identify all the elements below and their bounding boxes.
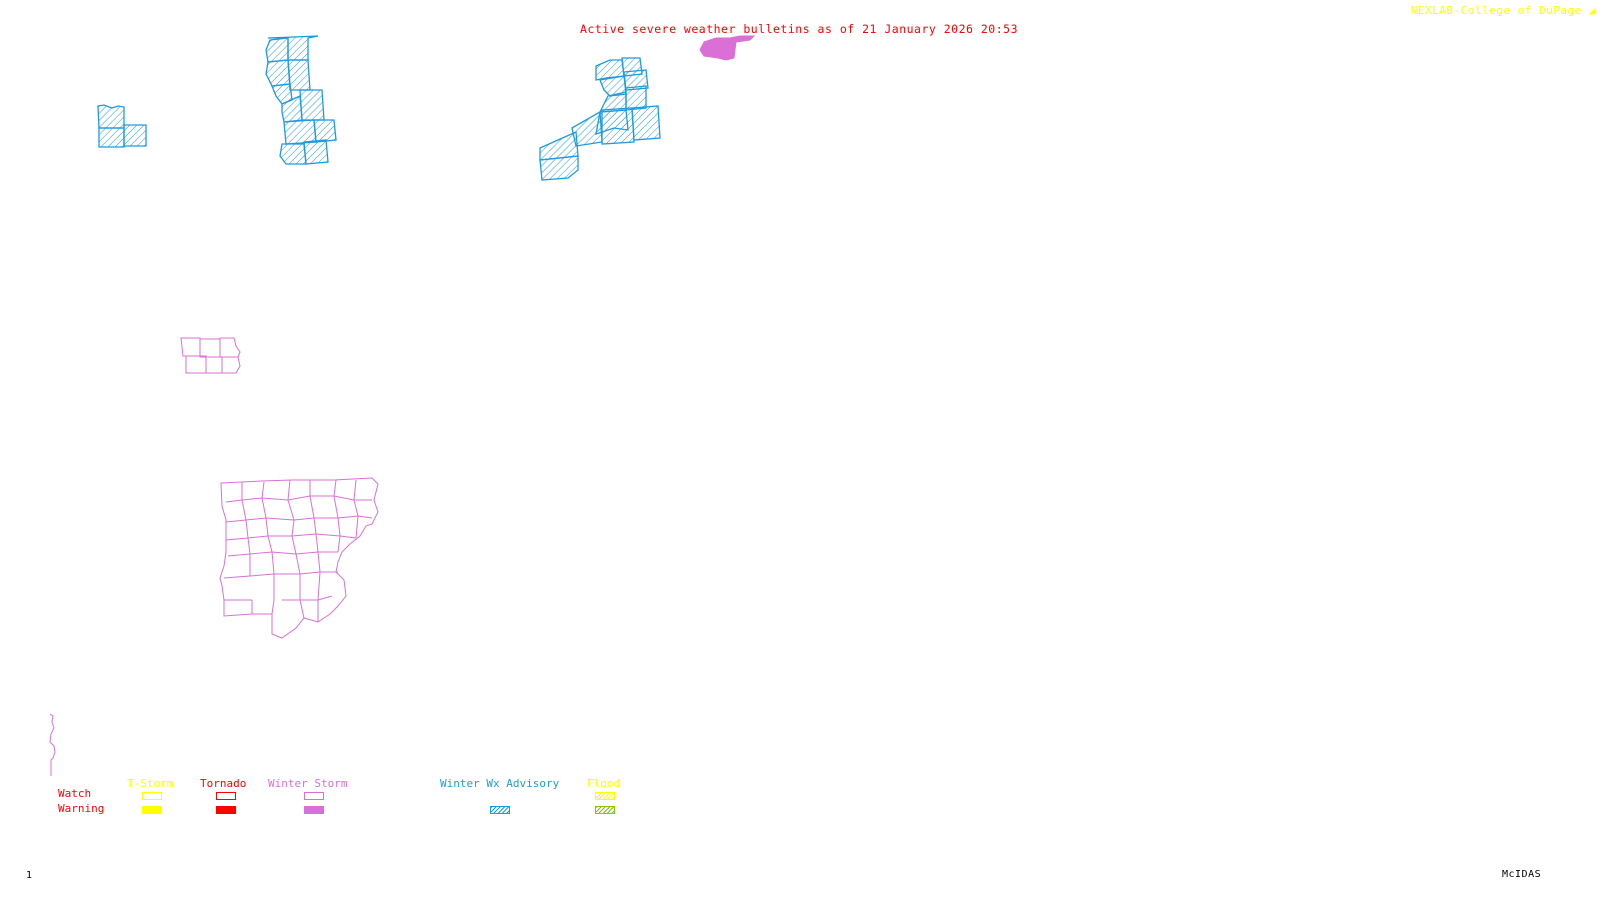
county-shape xyxy=(601,107,635,145)
area-outline xyxy=(219,477,379,639)
county-shape xyxy=(283,119,317,145)
county-shape xyxy=(299,89,325,121)
map-title: Active severe weather bulletins as of 21… xyxy=(580,22,1018,36)
county-shape xyxy=(287,59,311,91)
county-shape xyxy=(180,337,201,357)
legend-swatch-tstorm-warning xyxy=(142,806,162,814)
county-shape xyxy=(199,338,221,358)
county-shape xyxy=(98,127,125,148)
legend-swatch-winter-storm-warning xyxy=(304,806,324,814)
county-shape xyxy=(539,155,579,181)
county-line xyxy=(353,479,359,539)
credit-text: NEXLAB-College of DuPage xyxy=(1410,4,1582,17)
county-shape xyxy=(97,104,125,129)
legend-label-tstorm: T-Storm xyxy=(127,777,174,790)
legend-row-watch: Watch xyxy=(58,787,92,800)
legend-label-winter-wx-advisory: Winter Wx Advisory xyxy=(440,777,560,790)
county-shape xyxy=(303,139,329,165)
county-shape xyxy=(219,337,241,358)
winter-wx-advisory-coastal-strip[interactable] xyxy=(265,35,337,165)
legend-swatch-tstorm-watch xyxy=(142,792,162,800)
county-shape xyxy=(539,131,579,161)
winter-wx-advisory-west-cluster[interactable] xyxy=(97,104,147,148)
county-line xyxy=(227,551,338,557)
county-shape xyxy=(205,356,223,374)
county-shape xyxy=(279,143,307,165)
county-shape xyxy=(185,355,207,374)
county-shape xyxy=(631,105,661,141)
winter-storm-watch-edge-strip[interactable] xyxy=(49,713,56,776)
winter-storm-watch-small-cluster[interactable] xyxy=(180,337,241,374)
legend-swatch-winter-wx-advisory xyxy=(490,806,510,814)
county-line xyxy=(282,595,333,601)
county-line xyxy=(287,479,305,619)
legend-swatch-tornado-warning xyxy=(216,806,236,814)
county-shape xyxy=(623,69,649,91)
winter-storm-warning-north[interactable] xyxy=(699,35,756,61)
legend-label-winter-storm: Winter Storm xyxy=(268,777,348,790)
credit-label: NEXLAB-College of DuPage ◢ xyxy=(1411,4,1596,17)
county-line xyxy=(225,495,372,503)
logo-mark-icon: ◢ xyxy=(1588,4,1596,17)
county-line xyxy=(333,479,341,553)
county-line xyxy=(261,481,275,615)
winter-storm-watch-large-area[interactable] xyxy=(219,477,379,639)
legend-swatch-flood-watch xyxy=(595,792,615,800)
county-line xyxy=(225,515,373,523)
legend-row-warning: Warning xyxy=(58,802,105,815)
county-shape xyxy=(625,85,647,111)
county-shape xyxy=(221,356,241,374)
county-line xyxy=(309,480,321,622)
software-label: McIDAS xyxy=(1502,869,1542,880)
county-line xyxy=(223,571,338,579)
legend-swatch-winter-storm-watch xyxy=(304,792,324,800)
county-line xyxy=(225,533,357,541)
county-line xyxy=(241,482,251,576)
legend-label-flood: Flood xyxy=(587,777,621,790)
winter-wx-advisory-central-cluster[interactable] xyxy=(539,57,661,181)
county-shape xyxy=(265,37,289,63)
county-shape xyxy=(313,119,337,143)
county-shape xyxy=(265,59,291,87)
legend-label-tornado: Tornado xyxy=(200,777,247,790)
frame-number: 1 xyxy=(26,870,33,881)
legend-swatch-flood-warning xyxy=(595,806,615,814)
county-shape xyxy=(123,124,147,147)
legend-swatch-tornado-watch xyxy=(216,792,236,800)
